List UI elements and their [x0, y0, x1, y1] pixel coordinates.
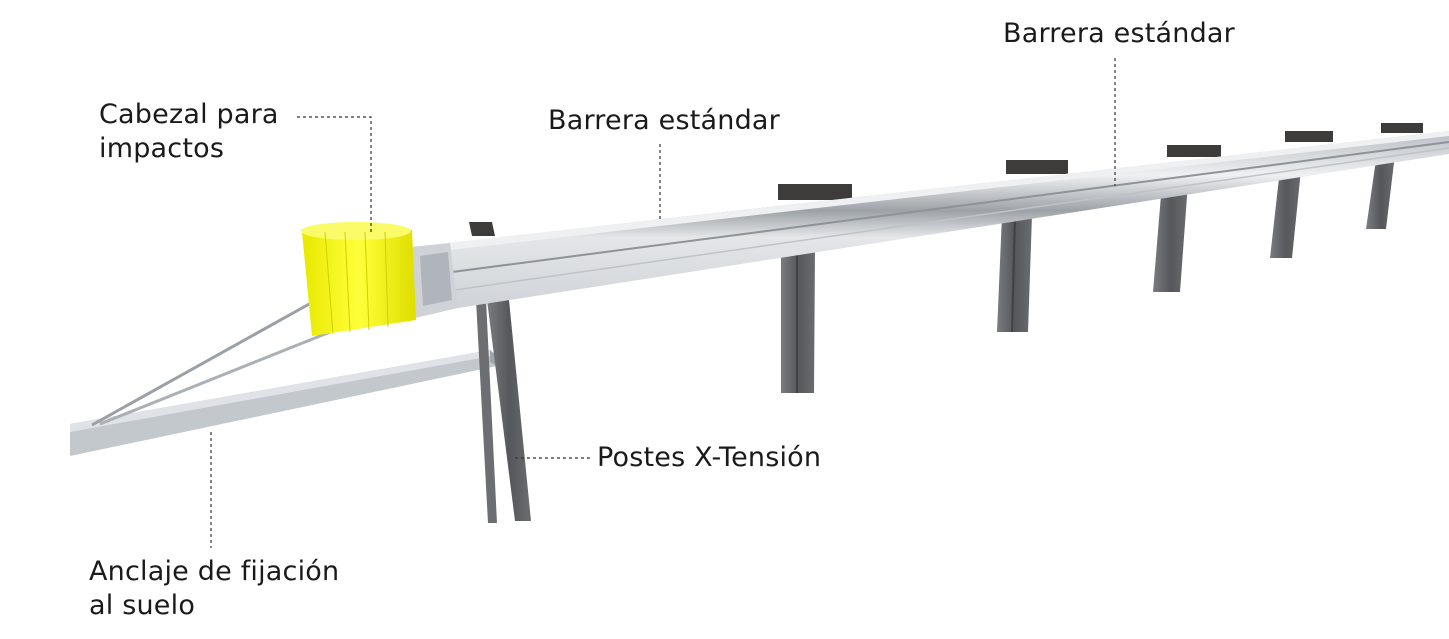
standard-barrier-label-far: Barrera estándar [1003, 17, 1235, 51]
post-3 [997, 160, 1068, 333]
post-6 [1366, 123, 1423, 229]
standard-barrier-rail [448, 131, 1449, 308]
ground-anchor-label-line-2: al suelo [89, 590, 196, 621]
leader-lines [210, 58, 1116, 548]
ground-anchor-label: Anclaje de fijación al suelo [89, 555, 339, 623]
impact-head-label-line-1: Cabezal para [99, 99, 279, 130]
post-5 [1270, 131, 1333, 258]
barrier-posts [778, 123, 1423, 393]
post-4 [1153, 145, 1221, 292]
posts-label-text: Postes X-Tensión [597, 442, 822, 473]
x-tension-post-front [469, 222, 531, 523]
impact-head-label: Cabezal para impactos [99, 98, 279, 166]
ground-anchor-label-line-1: Anclaje de fijación [89, 556, 340, 587]
standard-barrier-label-mid-text: Barrera estándar [548, 105, 780, 136]
impact-head-label-line-2: impactos [99, 133, 225, 164]
post-2 [778, 184, 852, 393]
posts-label: Postes X-Tensión [597, 441, 821, 475]
anchor-cables [91, 296, 331, 427]
standard-barrier-label-mid: Barrera estándar [548, 104, 780, 138]
standard-barrier-label-far-text: Barrera estándar [1003, 18, 1235, 49]
leader-impact-head [297, 116, 372, 232]
impact-head [301, 222, 458, 336]
